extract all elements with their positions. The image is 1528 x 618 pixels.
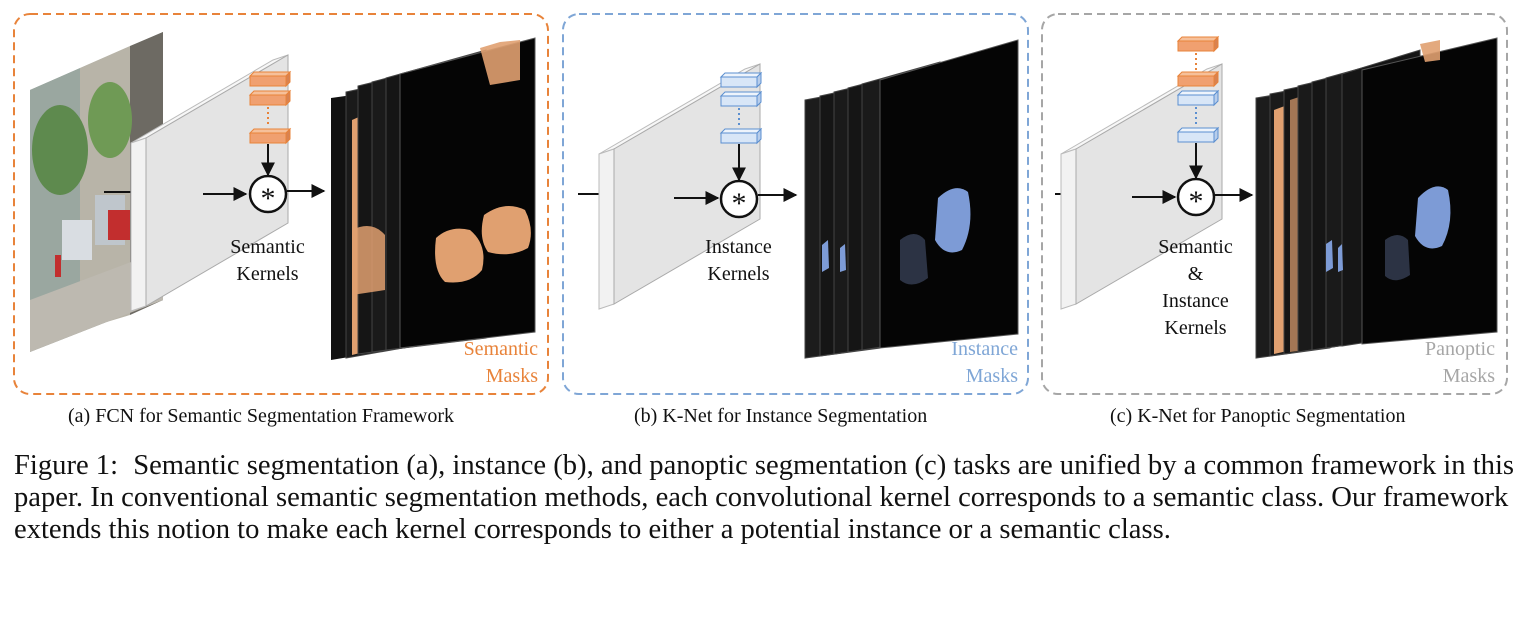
panel-b-border xyxy=(562,13,1029,395)
feature-map-b xyxy=(598,63,761,310)
mask-label-c-line-2: Masks xyxy=(1442,365,1495,387)
mask-label-a-line-2: Masks xyxy=(485,365,538,387)
panel-b: * Instance Kernels Instance Masks xyxy=(562,13,1029,395)
mask-label-a: Semantic Masks xyxy=(410,336,538,390)
panel-caption-a: (a) FCN for Semantic Segmentation Framew… xyxy=(68,405,455,427)
operator-symbol-a: * xyxy=(261,182,276,215)
kernel-block xyxy=(1176,35,1220,53)
kernel-label-c: Semantic & Instance Kernels xyxy=(1123,234,1268,342)
figure-caption: Figure 1: Semantic segmentation (a), ins… xyxy=(14,450,1514,546)
kernel-label-a-line-2: Kernels xyxy=(236,263,299,285)
mask-stack-a xyxy=(331,37,536,360)
convolution-operator-b xyxy=(719,179,759,219)
panel-c-border xyxy=(1041,13,1508,395)
kernel-label-b-line-2: Kernels xyxy=(707,263,770,285)
convolution-operator-c xyxy=(1176,177,1216,217)
operator-symbol-c: * xyxy=(1189,185,1204,218)
kernel-block xyxy=(248,89,292,107)
kernel-block xyxy=(1176,70,1220,88)
kernel-label-b-line-1: Instance xyxy=(705,236,772,258)
kernel-block xyxy=(248,70,292,88)
kernel-stack-b xyxy=(719,71,763,145)
panel-c: * Semantic & Instance Kernels xyxy=(1041,13,1508,395)
mask-label-c-line-1: Panoptic xyxy=(1425,338,1495,360)
figure-number: Figure 1: xyxy=(14,450,119,481)
mask-label-b: Instance Masks xyxy=(890,336,1018,390)
feature-map-a xyxy=(130,54,289,312)
figure-diagram: * Semantic Kernels Semantic xyxy=(13,13,1508,395)
mask-label-b-line-2: Masks xyxy=(965,365,1018,387)
kernel-label-a-line-1: Semantic xyxy=(230,236,305,258)
input-street-image xyxy=(30,32,163,352)
figure-1: * Semantic Kernels Semantic xyxy=(13,13,1508,427)
panel-a: * Semantic Kernels Semantic xyxy=(13,13,549,395)
mask-label-c: Panoptic Masks xyxy=(1367,336,1495,390)
mask-stack-c xyxy=(1255,37,1498,359)
panel-caption-c: (c) K-Net for Panoptic Segmentation xyxy=(1110,405,1406,427)
kernel-label-c-line-2: & xyxy=(1187,263,1204,285)
kernel-stack-c xyxy=(1176,35,1220,144)
figure-caption-text: Semantic segmentation (a), instance (b),… xyxy=(14,450,1515,545)
convolution-operator-a xyxy=(248,174,288,214)
kernel-block xyxy=(248,127,292,145)
kernel-block xyxy=(719,71,763,89)
kernel-label-c-line-1: Semantic xyxy=(1158,236,1233,258)
kernel-label-b: Instance Kernels xyxy=(666,234,811,288)
kernel-block xyxy=(1176,126,1220,144)
panel-caption-b: (b) K-Net for Instance Segmentation xyxy=(634,405,928,427)
kernel-label-c-line-3: Instance xyxy=(1162,290,1229,312)
mask-label-a-line-1: Semantic xyxy=(463,338,538,360)
kernel-block xyxy=(719,90,763,108)
mask-label-b-line-1: Instance xyxy=(951,338,1018,360)
kernel-label-c-line-4: Kernels xyxy=(1164,317,1227,339)
kernel-block xyxy=(1176,89,1220,107)
kernel-block xyxy=(719,127,763,145)
kernel-label-a: Semantic Kernels xyxy=(195,234,340,288)
panel-a-border xyxy=(13,13,549,395)
operator-symbol-b: * xyxy=(732,187,747,220)
kernel-stack-a xyxy=(248,70,292,145)
mask-stack-b xyxy=(804,39,1019,359)
